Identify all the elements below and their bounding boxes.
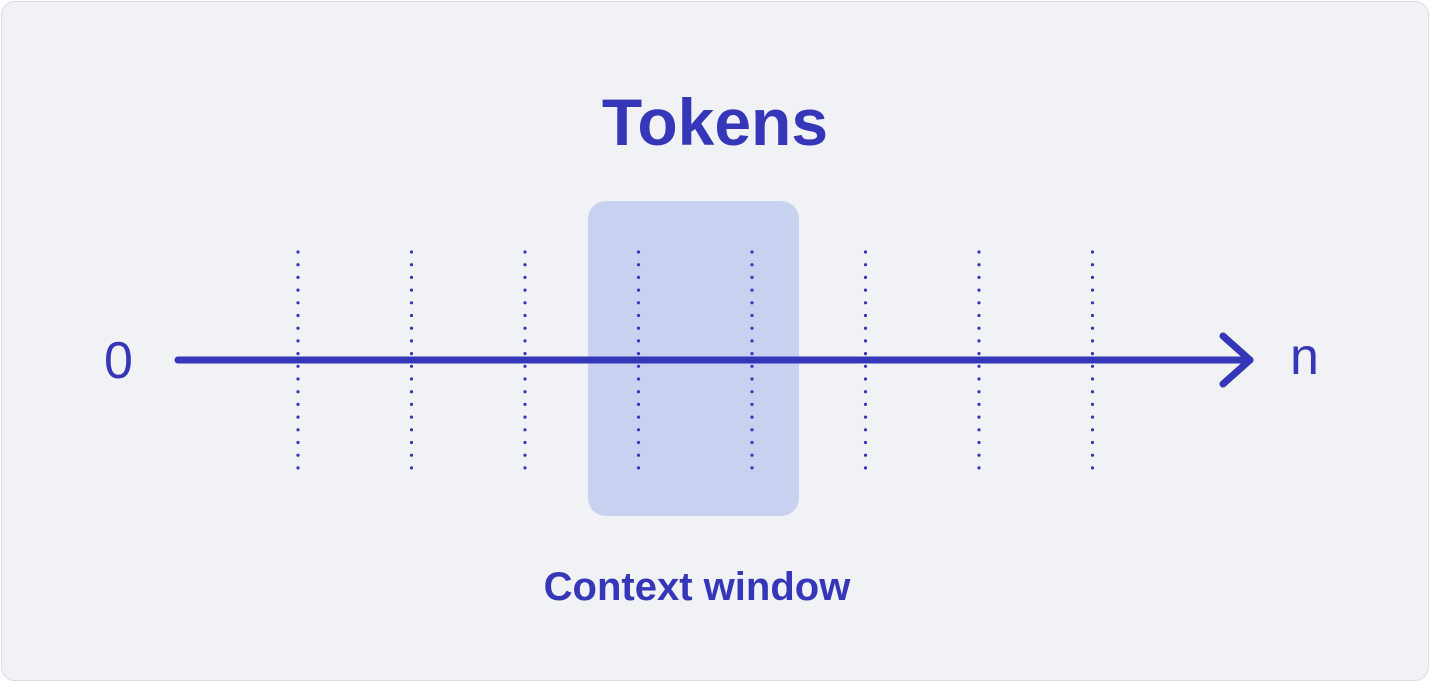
context-window-label: Context window bbox=[543, 565, 851, 609]
diagram-title: Tokens bbox=[601, 85, 829, 159]
axis-end-label: n bbox=[1290, 328, 1319, 386]
axis-start-label: 0 bbox=[104, 332, 133, 390]
axis-arrowhead-icon bbox=[1219, 332, 1254, 388]
